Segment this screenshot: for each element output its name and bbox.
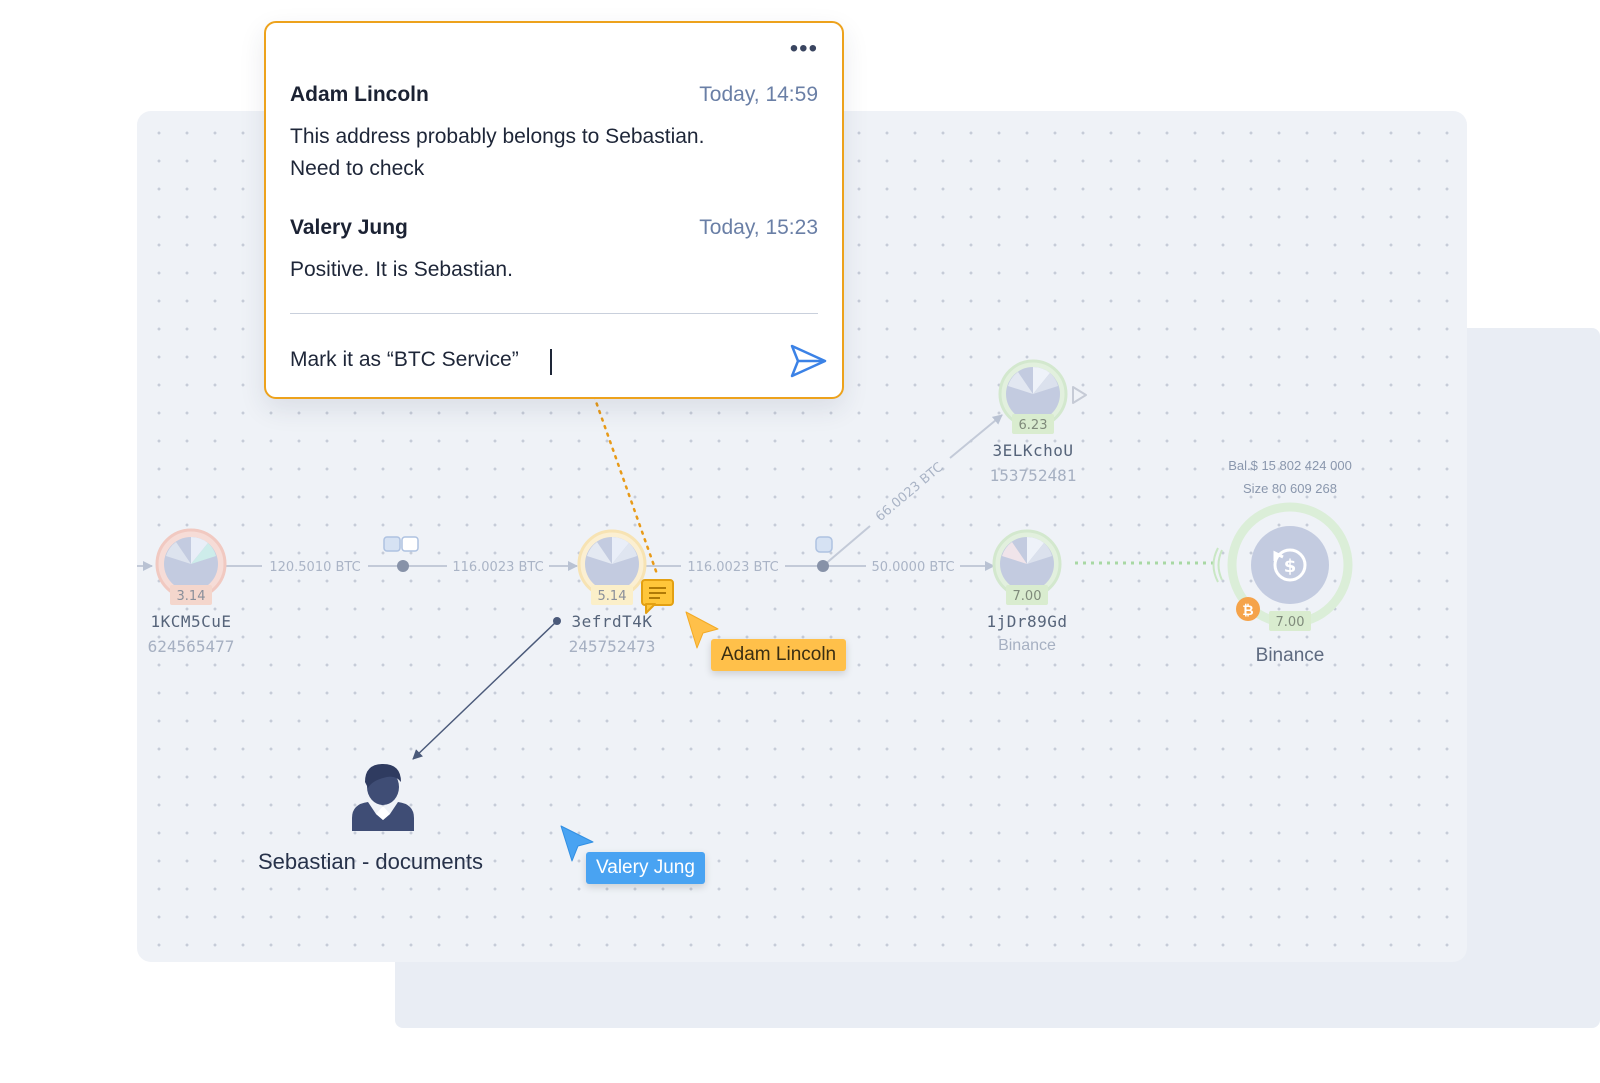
comment-item: Adam Lincoln Today, 14:59 This address p…: [290, 83, 818, 185]
dollar-glyph: $: [1284, 556, 1297, 577]
node-label-3efrdT4K[interactable]: 3efrdT4K 245752473: [569, 612, 656, 656]
chip-right: [815, 536, 833, 553]
node-badge-1: [170, 585, 212, 605]
node-3efrdT4K[interactable]: 5.14: [577, 529, 647, 605]
svg-text:5.14: 5.14: [598, 589, 627, 604]
comment-divider: [290, 313, 818, 314]
svg-text:₿: ₿: [1242, 603, 1253, 619]
edge-label-bg-3: [681, 557, 785, 575]
edge-label-4: 66.0023 BTC: [873, 460, 946, 525]
expand-arrow-icon[interactable]: [1072, 386, 1087, 404]
node-id: 153752481: [989, 466, 1077, 485]
junction-dot-2[interactable]: [817, 560, 829, 572]
node-id: 245752473: [568, 637, 656, 656]
send-icon[interactable]: [788, 341, 828, 381]
edge-label-bg-2: [447, 557, 549, 575]
edge-line-4a: [822, 525, 871, 567]
valery-cursor-tag: Valery Jung: [586, 852, 705, 884]
svg-text:7.00: 7.00: [1013, 589, 1042, 604]
node-3ELKchoU[interactable]: 6.23: [998, 359, 1087, 434]
comment-popover[interactable]: ••• Adam Lincoln Today, 14:59 This addre…: [264, 21, 844, 399]
comment-text-line: Positive. It is Sebastian.: [290, 258, 513, 281]
binance-label[interactable]: Binance: [1255, 645, 1325, 666]
node-id: 624565477: [147, 637, 235, 656]
edge-label-bg-1: [262, 557, 368, 575]
node-badge-4: [1006, 585, 1048, 605]
node-badge-3: [1012, 414, 1054, 434]
comment-marker-icon[interactable]: [641, 579, 674, 614]
binance-size: Size 80 609 268: [1243, 481, 1337, 496]
node-address: 1KCM5CuE: [150, 612, 232, 631]
edge-label-2: 116.0023 BTC: [452, 560, 543, 575]
edge-lines: [137, 414, 1003, 571]
comment-text: Positive. It is Sebastian.: [290, 254, 818, 286]
edge-label-bg-5: [866, 557, 960, 575]
node-label-1jDr89Gd[interactable]: 1jDr89Gd Binance: [986, 612, 1067, 655]
person-label[interactable]: Sebastian - documents: [258, 849, 484, 874]
binance-balance: Bal.$ 15 802 424 000: [1228, 458, 1352, 473]
comment-text-line: This address probably belongs to Sebasti…: [290, 125, 705, 148]
bitcoin-icon: [1236, 597, 1260, 621]
chip-left-2: [401, 536, 419, 552]
edge-label-3: 116.0023 BTC: [687, 560, 778, 575]
chip-left-1: [383, 536, 401, 552]
reply-input[interactable]: [290, 348, 760, 372]
adam-cursor-tag: Adam Lincoln: [711, 639, 847, 671]
link-to-person: [412, 620, 558, 760]
node-owner: Binance: [998, 637, 1056, 654]
node-1KCM5CuE[interactable]: 3.14: [155, 528, 227, 605]
text-caret: [550, 349, 552, 375]
svg-text:7.00: 7.00: [1276, 615, 1305, 630]
node-address: 1jDr89Gd: [986, 612, 1068, 631]
edge-line-4b: [949, 414, 1003, 459]
comment-author: Adam Lincoln: [290, 83, 429, 106]
binance-badge: [1269, 611, 1311, 631]
binance-meta: Bal.$ 15 802 424 000 Size 80 609 268: [1228, 454, 1352, 500]
comment-time: Today, 15:23: [699, 216, 818, 239]
node-label-1KCM5CuE[interactable]: 1KCM5CuE 624565477: [148, 612, 235, 656]
node-label-3ELKchoU[interactable]: 3ELKchoU 153752481: [990, 441, 1077, 485]
comment-connector: [592, 394, 659, 576]
node-binance[interactable]: $ ₿ 7.00: [1212, 502, 1353, 631]
edge-label-1: 120.5010 BTC: [269, 560, 360, 575]
edge-label-5: 50.0000 BTC: [871, 560, 954, 575]
adam-cursor-icon: [685, 611, 719, 649]
comment-text-line: Need to check: [290, 157, 425, 180]
more-options-icon[interactable]: •••: [789, 35, 818, 62]
node-address: 3efrdT4K: [571, 612, 653, 631]
comment-text: This address probably belongs to Sebasti…: [290, 121, 818, 185]
svg-text:6.23: 6.23: [1019, 418, 1048, 433]
exchange-icon: [1273, 548, 1307, 582]
valery-cursor-icon: [560, 825, 594, 862]
junction-dot-1[interactable]: [397, 560, 409, 572]
node-1jDr89Gd[interactable]: 7.00: [992, 529, 1062, 605]
comment-time: Today, 14:59: [699, 83, 818, 106]
comment-author: Valery Jung: [290, 216, 408, 239]
node-badge-2: [591, 585, 633, 605]
svg-text:3.14: 3.14: [177, 589, 206, 604]
person-icon[interactable]: [352, 764, 414, 831]
comment-item: Valery Jung Today, 15:23 Positive. It is…: [290, 216, 818, 286]
node-address: 3ELKchoU: [992, 441, 1074, 460]
